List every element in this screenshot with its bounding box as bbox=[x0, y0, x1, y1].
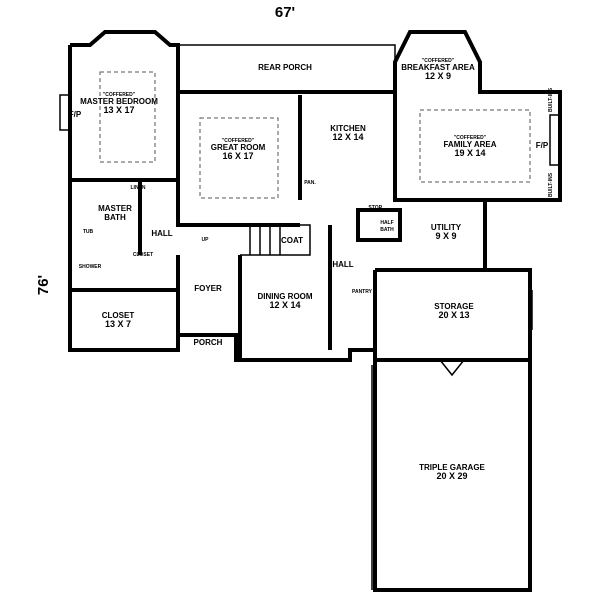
garage-door bbox=[439, 359, 465, 377]
storage-small-label: STOR. bbox=[368, 205, 384, 211]
family-size: 19 X 14 bbox=[454, 148, 485, 158]
coffered-note: "COFFERED" bbox=[103, 92, 136, 98]
dining-name: DINING ROOM bbox=[257, 292, 312, 301]
utility-name: UTILITY bbox=[431, 223, 462, 232]
rear-porch-label: REAR PORCH bbox=[258, 63, 312, 72]
closet-small-label: CLOSET bbox=[133, 252, 153, 258]
walls bbox=[59, 30, 562, 592]
built-ins-label: BUILT-INS bbox=[548, 172, 554, 197]
dining-size: 12 X 14 bbox=[269, 300, 300, 310]
kitchen-name: KITCHEN bbox=[330, 124, 366, 133]
storage-name: STORAGE bbox=[434, 302, 474, 311]
coat-label: COAT bbox=[281, 236, 303, 245]
master-bath-label: MASTER bbox=[98, 204, 132, 213]
kitchen-size: 12 X 14 bbox=[332, 132, 363, 142]
porch-label: PORCH bbox=[194, 338, 223, 347]
depth-dimension: 76' bbox=[35, 275, 52, 295]
breakfast-size: 12 X 9 bbox=[425, 71, 451, 81]
closet-size: 13 X 7 bbox=[105, 319, 131, 329]
coffered-note: "COFFERED" bbox=[422, 58, 455, 64]
closet-name: CLOSET bbox=[102, 311, 135, 320]
breakfast-name: BREAKFAST AREA bbox=[401, 63, 475, 72]
half-bath-label: HALF bbox=[380, 220, 393, 226]
shower-label: SHOWER bbox=[79, 264, 102, 270]
linen-label: LINEN bbox=[131, 185, 146, 191]
master-bedroom-size: 13 X 17 bbox=[103, 105, 134, 115]
width-dimension: 67' bbox=[275, 4, 295, 21]
master-bath-label: BATH bbox=[104, 213, 126, 222]
master-bedroom-name: MASTER BEDROOM bbox=[80, 97, 158, 106]
built-ins-label: BUILT-INS bbox=[548, 87, 554, 112]
coffered-note: "COFFERED" bbox=[454, 135, 487, 141]
utility-size: 9 X 9 bbox=[435, 231, 456, 241]
coffered-note: "COFFERED" bbox=[222, 138, 255, 144]
foyer-label: FOYER bbox=[194, 284, 222, 293]
family-name: FAMILY AREA bbox=[443, 140, 496, 149]
pantry-small-label: PAN. bbox=[304, 180, 316, 186]
coffered-ceilings bbox=[99, 71, 531, 199]
pantry-label: PANTRY bbox=[352, 289, 373, 295]
garage-size: 20 X 29 bbox=[436, 471, 467, 481]
great-room-name: GREAT ROOM bbox=[211, 143, 266, 152]
stairs-up-label: UP bbox=[202, 237, 210, 243]
storage-size: 20 X 13 bbox=[438, 310, 469, 320]
fireplace-label: F/P bbox=[536, 141, 549, 150]
garage-name: TRIPLE GARAGE bbox=[419, 463, 485, 472]
tub-label: TUB bbox=[83, 229, 94, 235]
half-bath-label: BATH bbox=[380, 227, 394, 233]
hall-label: HALL bbox=[151, 229, 172, 238]
great-room-size: 16 X 17 bbox=[222, 151, 253, 161]
hall-label: HALL bbox=[332, 260, 353, 269]
fireplace-label: F/P bbox=[69, 110, 82, 119]
